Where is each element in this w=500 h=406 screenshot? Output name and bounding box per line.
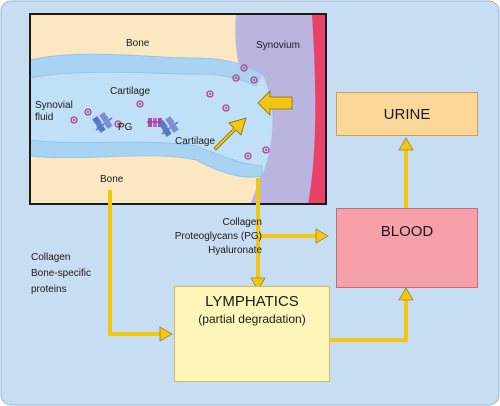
blood-label: BLOOD [380,223,434,240]
joint-output-line1: Collagen [222,217,262,228]
bone-output-line2: Bone-specific [31,268,92,279]
lymphatics-subtitle: (partial degradation) [198,312,306,326]
cartilage-top-label: Cartilage [110,86,151,97]
synovium-label: Synovium [256,40,300,51]
arrow-into-synovium [257,90,293,116]
cartilage-top-layer [29,53,263,87]
synovium-edge [308,14,326,204]
synovial-fluid-line2: fluid [35,112,54,123]
bone-top-label: Bone [126,38,150,49]
urine-box: URINE [336,92,478,136]
arrow-bone-to-lymphatics [108,190,160,336]
joint-output-line3: Hyaluronate [208,245,262,256]
joint-output-line2: Proteoglycans (PG) [174,231,262,242]
lymphatics-title: LYMPHATICS [205,293,299,310]
joint-output-label: Collagen Proteoglycans (PG) Hyaluronate [174,216,262,258]
synovial-fluid-line1: Synovial [35,100,73,111]
urine-label: URINE [383,105,431,123]
pg-label: PG [118,122,133,133]
cartilage-bottom-label: Cartilage [175,136,216,147]
arrow-diagonal-up [213,117,247,151]
bone-output-line1: Collagen [31,252,71,263]
lymphatics-box: LYMPHATICS (partial degradation) [174,286,330,382]
blood-box: BLOOD [336,208,478,288]
bone-bottom-label: Bone [100,174,124,185]
arrow-lymph-to-blood [330,298,408,342]
synovial-fluid-label: Synovial fluid [35,100,73,124]
bone-output-label: Collagen Bone-specific proteins [31,250,91,298]
cartilage-bottom-layer [29,139,263,178]
bone-output-line3: proteins [31,284,67,295]
